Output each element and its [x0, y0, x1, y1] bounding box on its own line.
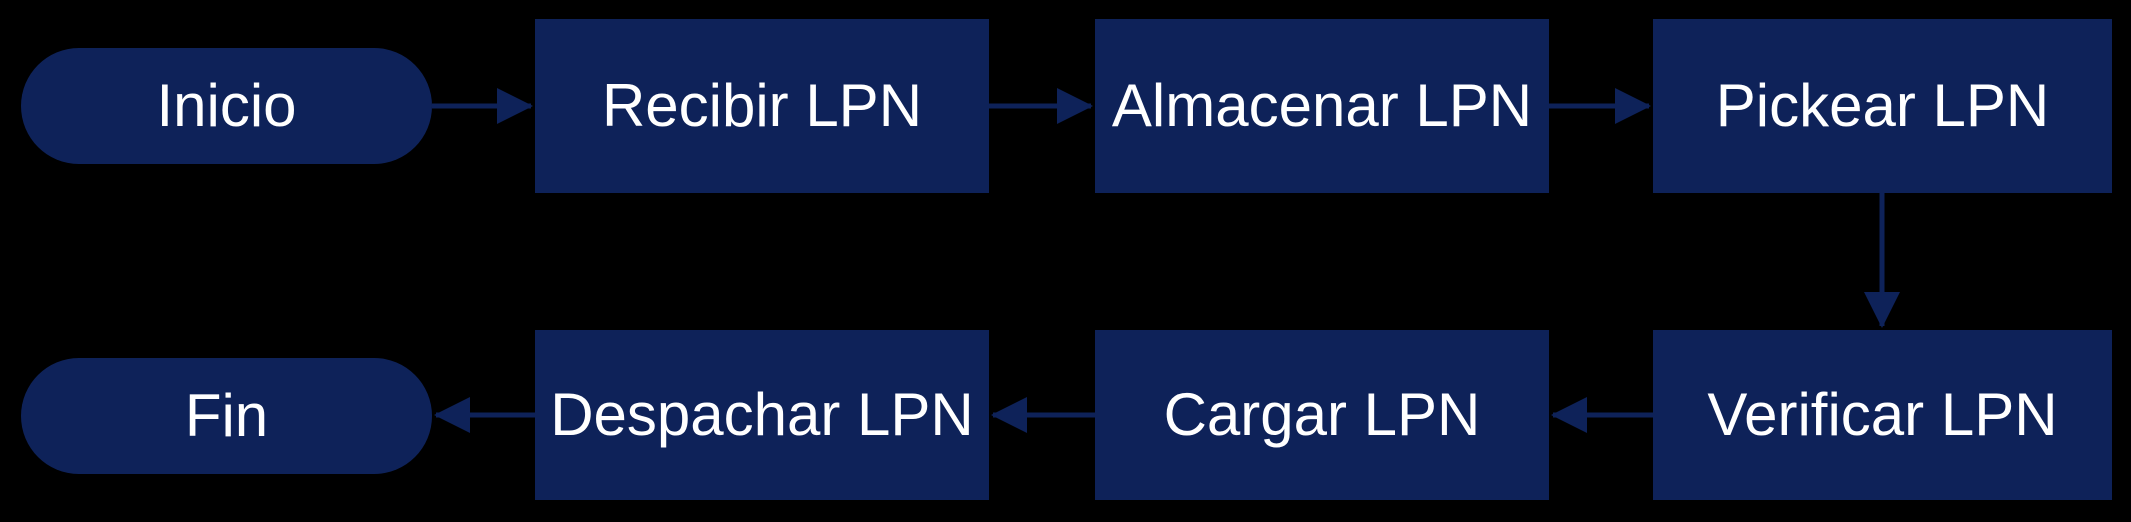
node-almacenar-lpn-label: Almacenar LPN — [1111, 72, 1533, 139]
node-verificar-lpn-label: Verificar LPN — [1707, 381, 2058, 448]
node-pickear-lpn: Pickear LPN — [1653, 19, 2112, 193]
node-verificar-lpn: Verificar LPN — [1653, 330, 2112, 500]
node-despachar-lpn-label: Despachar LPN — [550, 381, 974, 448]
node-fin: Fin — [21, 358, 432, 474]
node-cargar-lpn-label: Cargar LPN — [1163, 381, 1481, 448]
node-recibir-lpn: Recibir LPN — [535, 19, 989, 193]
node-despachar-lpn: Despachar LPN — [535, 330, 989, 500]
node-recibir-lpn-label: Recibir LPN — [601, 72, 923, 139]
node-inicio: Inicio — [21, 48, 432, 164]
node-fin-label: Fin — [184, 382, 269, 449]
node-almacenar-lpn: Almacenar LPN — [1095, 19, 1549, 193]
node-inicio-label: Inicio — [156, 72, 297, 139]
node-pickear-lpn-label: Pickear LPN — [1715, 72, 2050, 139]
node-cargar-lpn: Cargar LPN — [1095, 330, 1549, 500]
